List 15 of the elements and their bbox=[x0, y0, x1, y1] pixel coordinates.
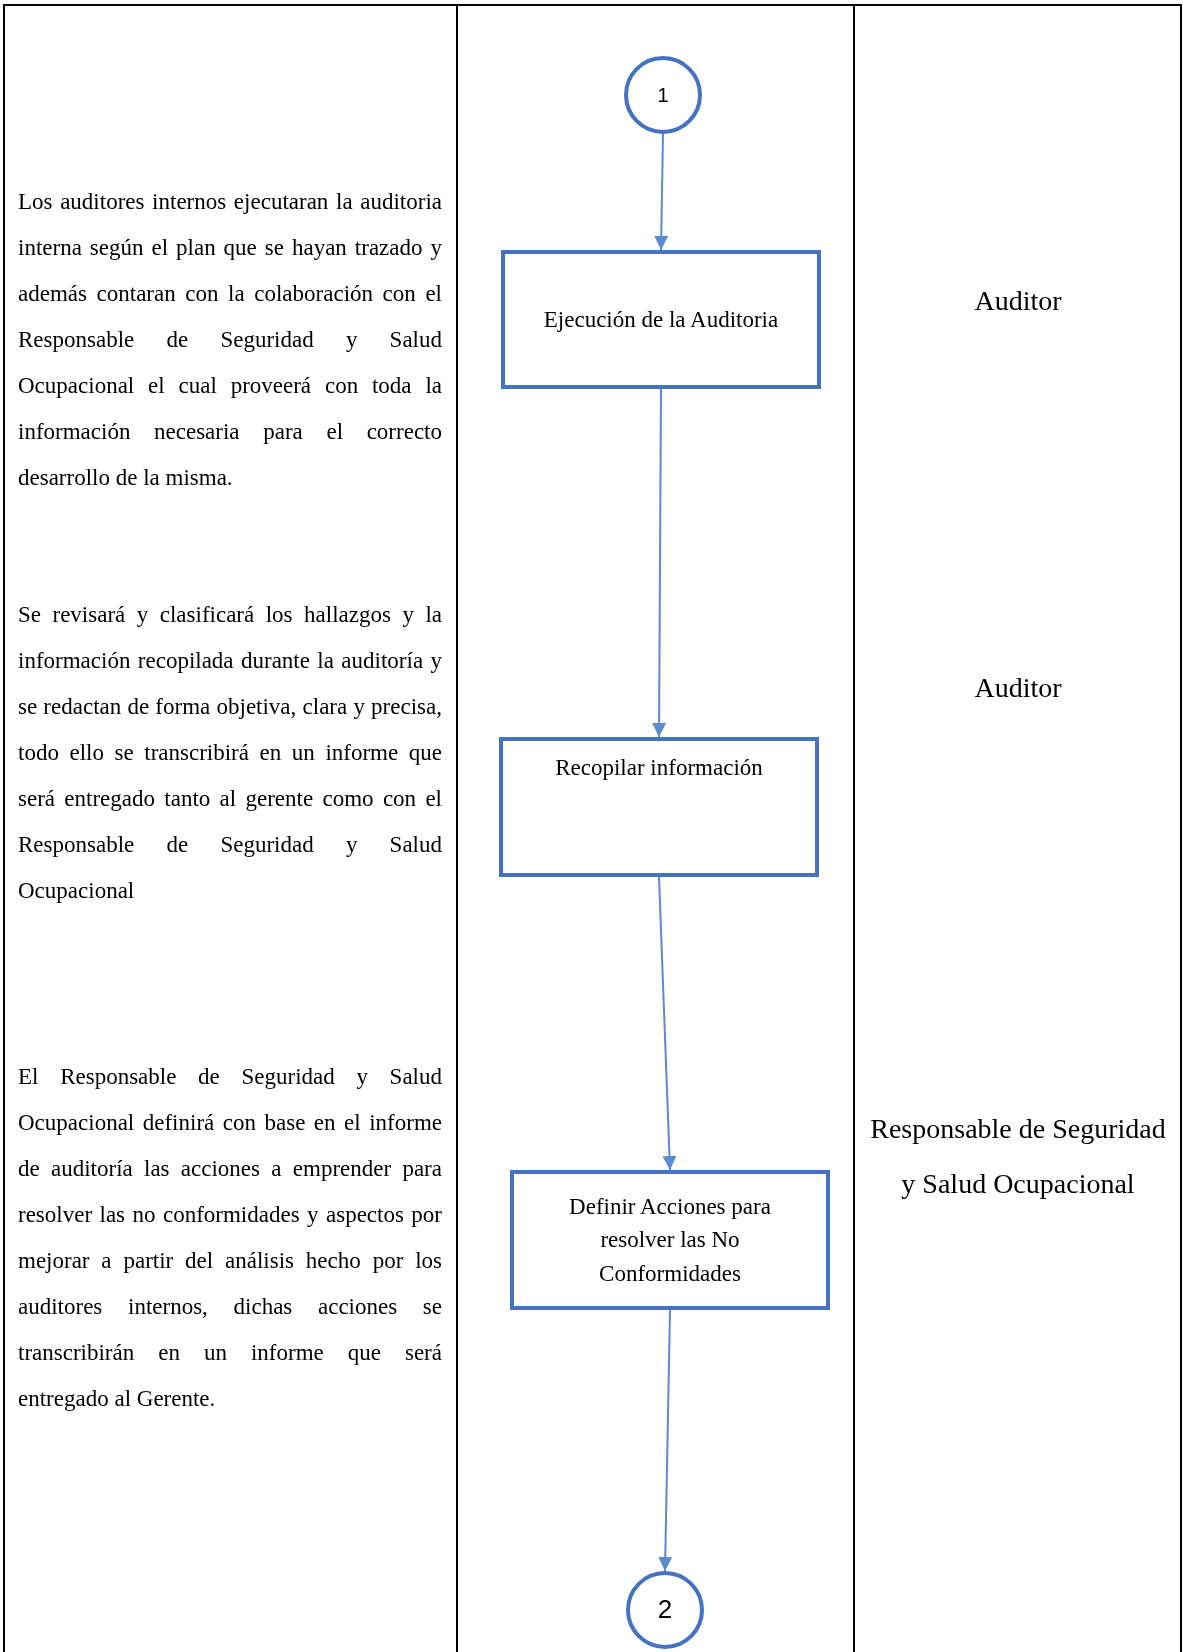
arrow bbox=[658, 1309, 673, 1572]
process-box: Ejecución de la Auditoria bbox=[501, 250, 821, 389]
role-label: Auditor bbox=[973, 284, 1063, 318]
role-label: Responsable de Seguridad y Salud Ocupacional bbox=[870, 1112, 1166, 1201]
description-text: Los auditores internos ejecutaran la auditoria interna según el plan que se hayan trazado y además contaran con la colaboración con el Responsable de Seguridad y Salud Ocupacional el cual proveerá con toda la información necesaria para el correcto desarrollo de la misma. bbox=[18, 188, 442, 492]
connector-circle: 2 bbox=[626, 1571, 704, 1649]
description-text: El Responsable de Seguridad y Salud Ocupacional definirá con base en el informe de auditoría las acciones a emprender para resolver las no conformidades y aspectos por mejorar a partir del análisis hecho por los auditores internos, dichas acciones se transcribirán en un informe que será entregado al Gerente. bbox=[18, 1063, 442, 1413]
description-text: Se revisará y clasificará los hallazgos y la información recopilada durante la auditoría y se redactan de forma objetiva, clara y precisa, todo ello se transcribirá en un informe que será entregado tanto al gerente como con el Responsable de Seguridad y Salud Ocupacional bbox=[18, 601, 442, 905]
process-box: Definir Acciones para resolver las No Conformidades bbox=[510, 1170, 830, 1310]
connector-circle: 1 bbox=[624, 56, 702, 134]
role-label: Auditor bbox=[973, 671, 1063, 705]
arrow bbox=[658, 876, 677, 1171]
process-box: Recopilar información bbox=[499, 737, 819, 877]
arrow bbox=[652, 388, 667, 738]
arrow bbox=[654, 133, 669, 251]
